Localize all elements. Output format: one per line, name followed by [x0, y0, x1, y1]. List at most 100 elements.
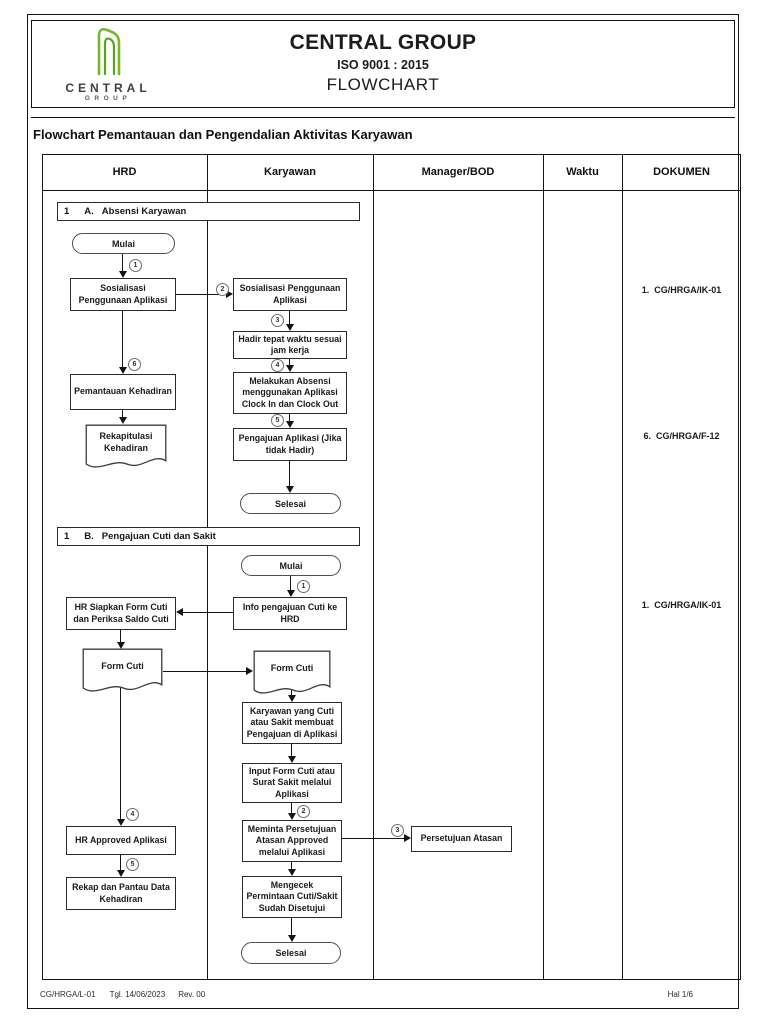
central-group-logo-icon	[97, 27, 121, 76]
connector-line	[122, 410, 124, 418]
arrowhead-down	[286, 365, 294, 372]
document-form-cuti-karyawan: Form Cuti	[253, 650, 331, 698]
step-badge-b1: 1	[297, 580, 310, 593]
connector-line	[122, 311, 124, 368]
column-divider-waktu-dokumen	[622, 154, 624, 980]
connector-line	[289, 414, 291, 422]
column-header-karyawan: Karyawan	[264, 166, 316, 178]
section-b-letter: B.	[84, 531, 94, 542]
process-rekap-pantau-kehadiran: Rekap dan Pantau Data Kehadiran	[66, 877, 176, 910]
section-b-number: 1	[64, 531, 70, 542]
company-logo: CENTRAL GROUP	[46, 24, 170, 102]
step-badge-b3: 3	[391, 824, 404, 837]
connector-line	[120, 676, 122, 820]
arrowhead-left	[176, 608, 183, 616]
step-badge-a1: 1	[129, 259, 142, 272]
company-name: CENTRAL GROUP	[289, 31, 477, 54]
step-badge-a5: 5	[271, 414, 284, 427]
footer-revision: Rev. 00	[178, 990, 206, 999]
connector-line	[291, 690, 293, 696]
arrowhead-right	[246, 667, 253, 675]
process-hadir-tepat-waktu: Hadir tepat waktu sesuai jam kerja	[233, 331, 347, 359]
process-melakukan-absensi: Melakukan Absensi menggunakan Aplikasi C…	[233, 372, 347, 414]
arrowhead-down	[288, 695, 296, 702]
arrowhead-down	[286, 324, 294, 331]
arrowhead-down	[288, 935, 296, 942]
connector-line	[120, 630, 122, 643]
logo-wordmark: CENTRAL	[65, 81, 151, 95]
connector-line	[289, 359, 291, 366]
section-b-title: Pengajuan Cuti dan Sakit	[101, 531, 216, 542]
end-terminator-absensi: Selesai	[240, 493, 341, 514]
arrowhead-right	[404, 834, 411, 842]
document-shape-icon	[85, 424, 167, 472]
step-badge-a2: 2	[216, 283, 229, 296]
page-title: Flowchart Pemantauan dan Pengendalian Ak…	[33, 127, 413, 142]
process-info-pengajuan-cuti: Info pengajuan Cuti ke HRD	[233, 597, 347, 630]
process-input-form-cuti: Input Form Cuti atau Surat Sakit melalui…	[242, 763, 342, 803]
section-a-banner: 1 A. Absensi Karyawan	[57, 202, 360, 221]
connector-line	[163, 671, 247, 673]
process-persetujuan-atasan: Persetujuan Atasan	[411, 826, 512, 852]
header-box	[31, 20, 735, 108]
column-divider-manager-waktu	[543, 154, 545, 980]
section-a-letter: A.	[84, 206, 94, 217]
arrowhead-down	[288, 756, 296, 763]
arrowhead-down	[288, 869, 296, 876]
arrowhead-down	[119, 417, 127, 424]
process-meminta-persetujuan: Meminta Persetujuan Atasan Approved mela…	[242, 820, 342, 862]
column-divider-karyawan-manager	[373, 154, 375, 980]
column-header-manager-bod: Manager/BOD	[421, 166, 495, 178]
section-a-number: 1	[64, 206, 70, 217]
arrowhead-down	[117, 642, 125, 649]
connector-line	[291, 918, 293, 936]
document-label: Rekapitulasi Kehadiran	[99, 430, 153, 453]
arrowhead-down	[119, 367, 127, 374]
end-terminator-cuti: Selesai	[241, 942, 341, 964]
arrowhead-down	[287, 590, 295, 597]
step-badge-b2: 2	[297, 805, 310, 818]
step-badge-a6: 6	[128, 358, 141, 371]
footer-date: Tgl. 14/06/2023	[109, 990, 166, 999]
start-terminator-absensi: Mulai	[72, 233, 175, 254]
document-type-label: FLOWCHART	[326, 75, 440, 94]
dokumen-ref-b1: 1. CG/HRGA/IK-01	[641, 600, 722, 610]
connector-line	[289, 311, 291, 325]
document-shape-icon	[82, 648, 163, 696]
process-pemantauan-kehadiran: Pemantauan Kehadiran	[70, 374, 176, 410]
document-label: Form Cuti	[101, 660, 144, 671]
footer-page-number: Hal 1/6	[667, 990, 693, 999]
connector-line	[183, 612, 233, 614]
dokumen-ref-a1: 1. CG/HRGA/IK-01	[641, 285, 722, 295]
section-b-banner: 1 B. Pengajuan Cuti dan Sakit	[57, 527, 360, 546]
start-terminator-cuti: Mulai	[241, 555, 341, 576]
connector-line	[291, 744, 293, 757]
title-divider	[31, 117, 735, 119]
step-badge-b5: 5	[126, 858, 139, 871]
logo-wordmark-sub: GROUP	[84, 95, 132, 102]
connector-line	[120, 855, 122, 871]
connector-line	[176, 294, 227, 296]
table-frame	[42, 154, 741, 980]
connector-line	[342, 838, 404, 840]
process-sosialisasi-karyawan: Sosialisasi Penggunaan Aplikasi	[233, 278, 347, 311]
document-label: Form Cuti	[270, 662, 314, 673]
document-rekapitulasi-kehadiran: Rekapitulasi Kehadiran	[85, 424, 167, 472]
column-header-hrd: HRD	[112, 166, 137, 178]
arrowhead-down	[117, 819, 125, 826]
footer-doc-code: CG/HRGA/L-01	[40, 990, 96, 999]
arrowhead-down	[117, 870, 125, 877]
connector-line	[122, 254, 124, 272]
arrowhead-right	[226, 290, 233, 298]
footer-left: CG/HRGA/L-01 Tgl. 14/06/2023 Rev. 00	[40, 990, 205, 999]
arrowhead-down	[286, 486, 294, 493]
process-hr-approved-aplikasi: HR Approved Aplikasi	[66, 826, 176, 855]
connector-line	[291, 803, 293, 814]
dokumen-ref-a2: 6. CG/HRGA/F-12	[643, 431, 720, 441]
connector-line	[289, 461, 291, 487]
connector-line	[291, 862, 293, 870]
arrowhead-down	[286, 421, 294, 428]
header-row-divider	[42, 190, 741, 192]
document-shape-icon	[253, 650, 331, 698]
process-hr-siapkan-form-cuti: HR Siapkan Form Cuti dan Periksa Saldo C…	[66, 597, 176, 630]
